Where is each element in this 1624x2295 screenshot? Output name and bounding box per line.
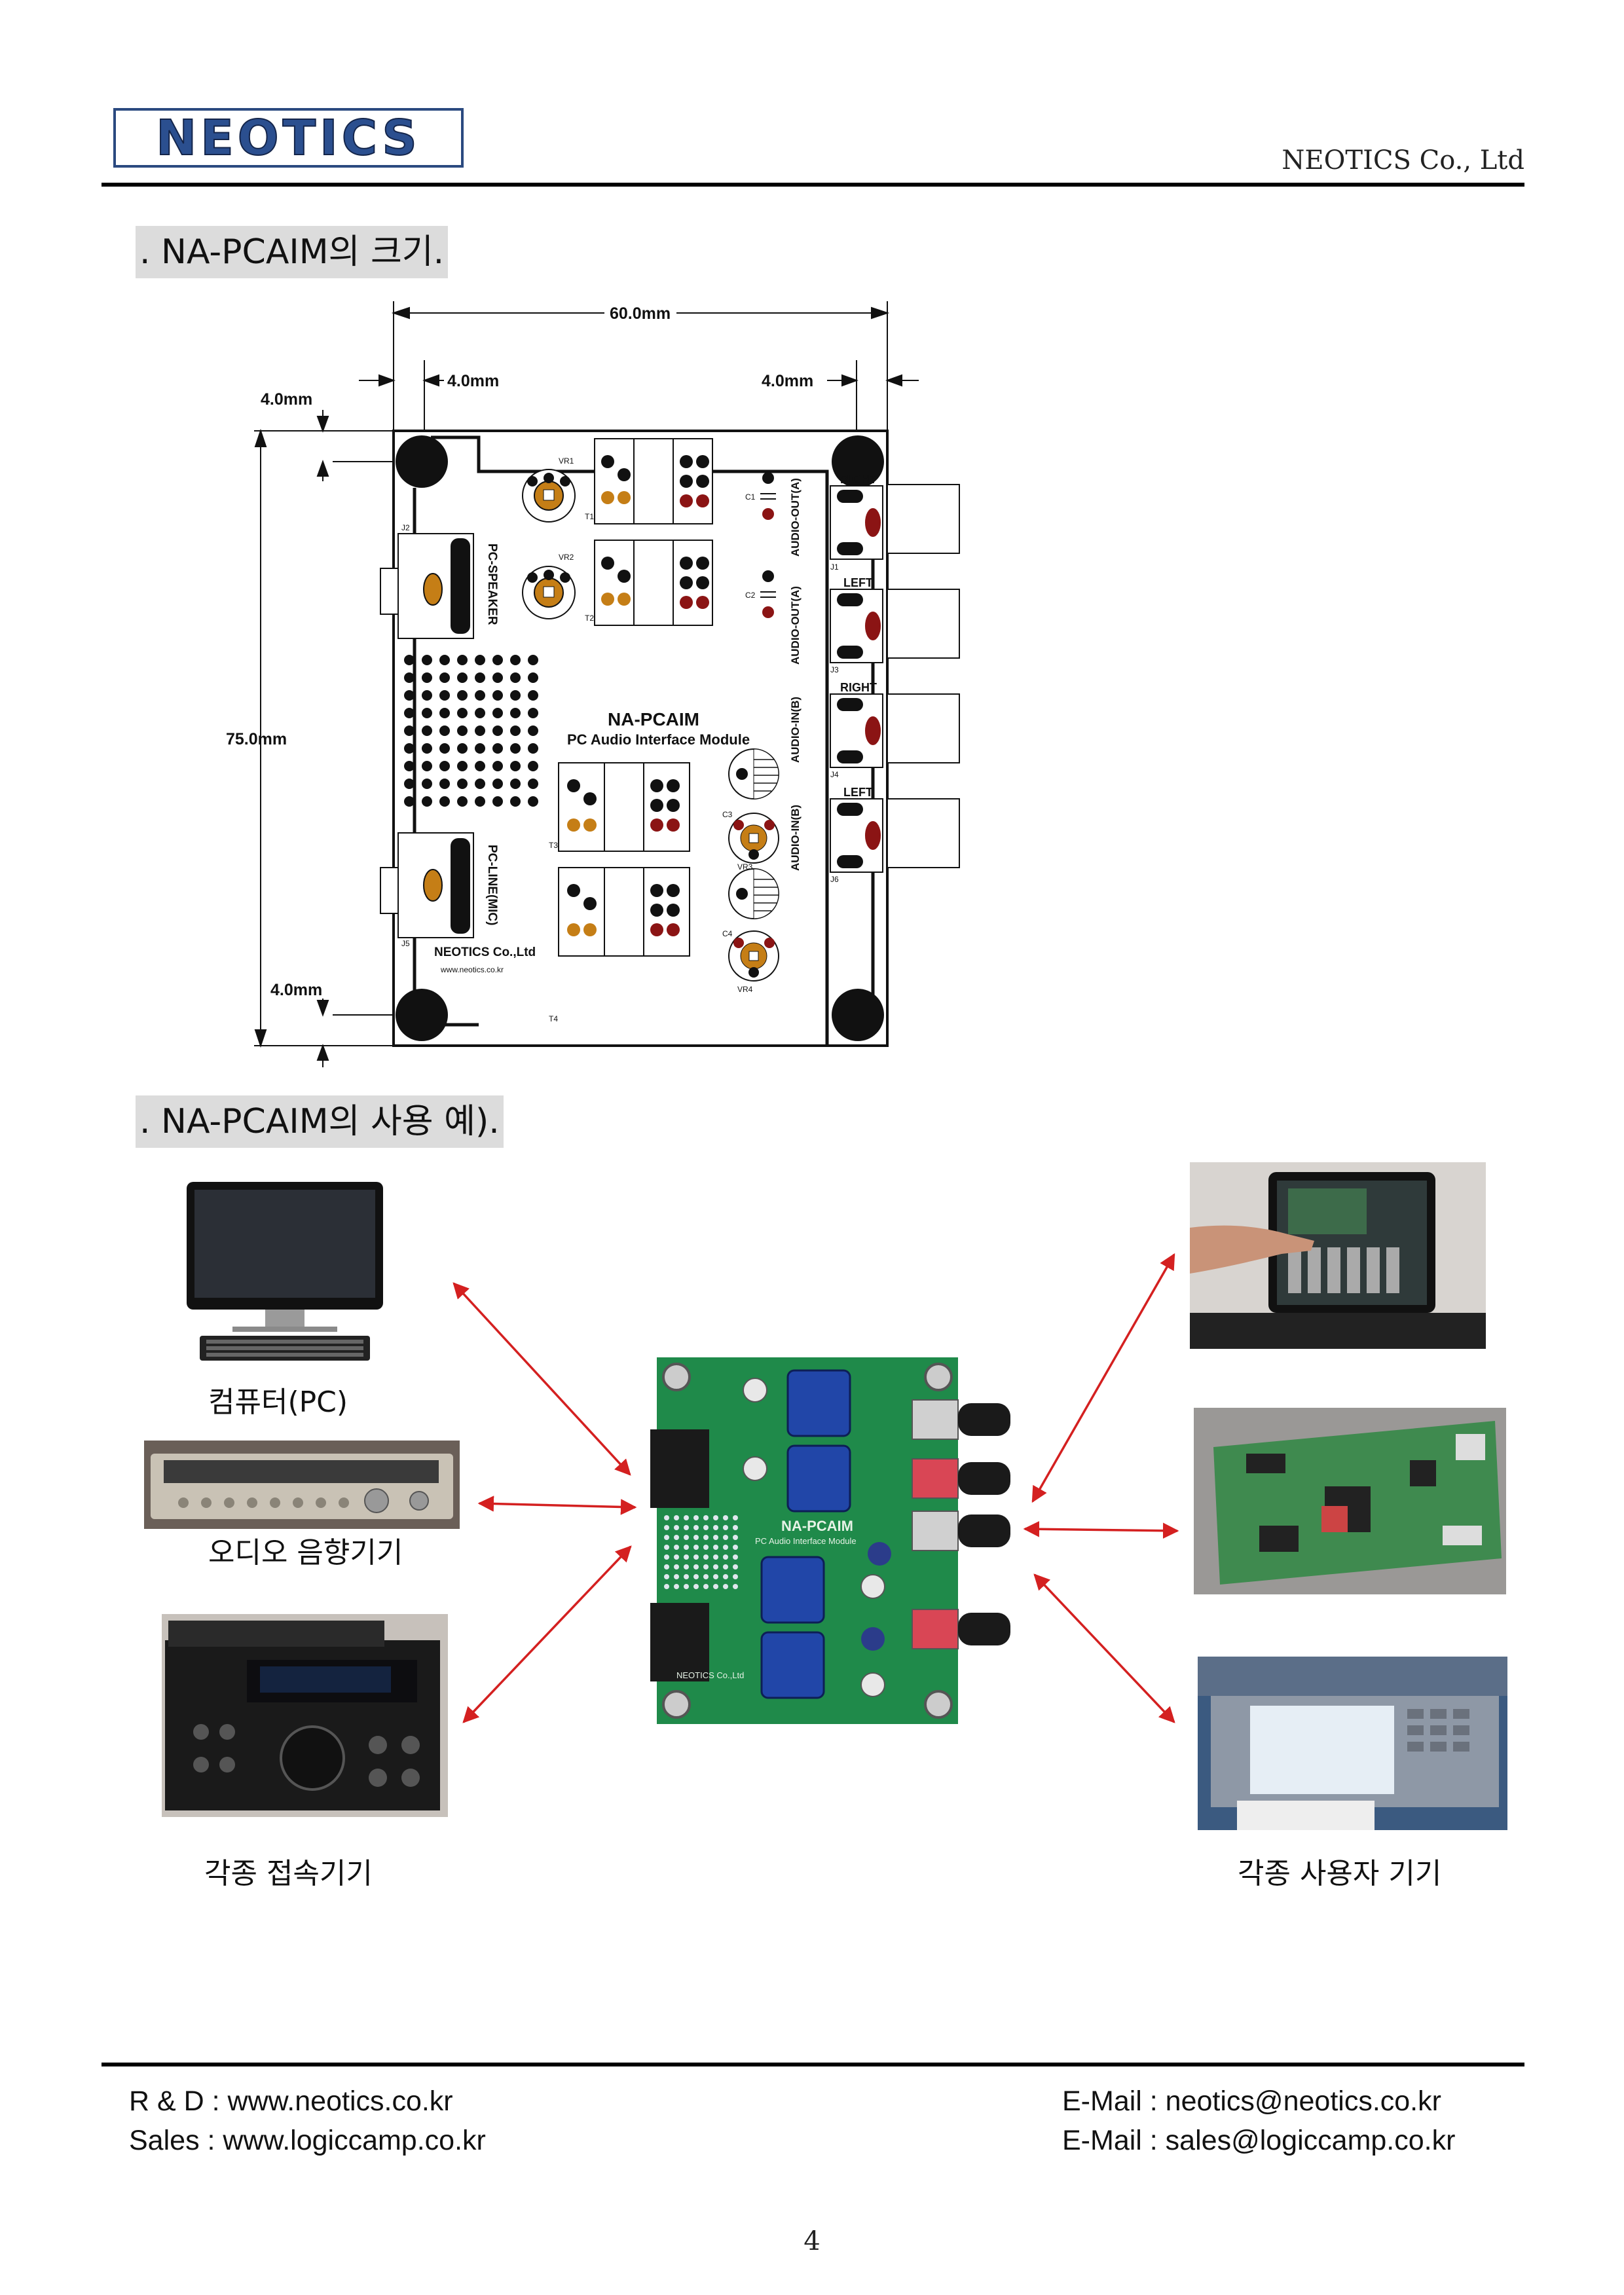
board-subtitle: PC Audio Interface Module bbox=[567, 731, 750, 748]
usage-section-title: . NA-PCAIM의 사용 예). bbox=[136, 1095, 504, 1148]
right1-label: RIGHT bbox=[840, 473, 877, 486]
c4-label: C4 bbox=[722, 929, 733, 938]
board-title: NA-PCAIM bbox=[608, 709, 699, 729]
footer-rule bbox=[101, 2063, 1524, 2066]
left1-label: LEFT bbox=[843, 576, 873, 589]
mount-hole-icon bbox=[396, 989, 448, 1041]
c2-label: C2 bbox=[745, 591, 756, 600]
pc-line-label: PC-LINE(MIC) bbox=[485, 845, 499, 925]
dim-left-offset: 4.0mm bbox=[447, 372, 499, 390]
tablet-image bbox=[1190, 1162, 1486, 1349]
c1-label: C1 bbox=[745, 492, 756, 502]
header-rule bbox=[101, 183, 1524, 187]
j5-label: J5 bbox=[401, 939, 410, 948]
audio-in-b2-label: AUDIO-IN(B) bbox=[789, 805, 802, 871]
t1-label: T1 bbox=[585, 512, 594, 521]
c3-label: C3 bbox=[722, 810, 733, 819]
dim-bottom-offset: 4.0mm bbox=[270, 981, 322, 999]
right2-label: RIGHT bbox=[840, 681, 877, 694]
dim-top-offset: 4.0mm bbox=[261, 390, 312, 409]
vr1-label: VR1 bbox=[559, 456, 574, 466]
logo-text: NEOTICS bbox=[155, 109, 421, 166]
dim-right-offset: 4.0mm bbox=[762, 372, 813, 390]
pc-caption: 컴퓨터(PC) bbox=[208, 1386, 348, 1419]
mount-hole-icon bbox=[396, 435, 448, 488]
connection-arrows bbox=[0, 1244, 1624, 1833]
dim-width-label: 60.0mm bbox=[610, 304, 671, 323]
j4-label: J4 bbox=[830, 770, 839, 779]
vr4-label: VR4 bbox=[737, 985, 753, 994]
instrument-image bbox=[1198, 1657, 1507, 1830]
t2-label: T2 bbox=[585, 614, 594, 623]
footer-email-2: E-Mail : sales@logiccamp.co.kr bbox=[1062, 2125, 1456, 2156]
mount-hole-icon bbox=[832, 989, 884, 1041]
user-device-caption: 각종 사용자 기기 bbox=[1238, 1857, 1442, 1890]
j2-label: J2 bbox=[401, 523, 410, 532]
pc-monitor-image bbox=[180, 1179, 390, 1368]
board-company: NEOTICS Co.,Ltd bbox=[434, 946, 536, 959]
audio-out-a2-label: AUDIO-OUT(A) bbox=[789, 586, 802, 665]
dimension-drawing: 60.0mm 4.0mm 4.0mm 4.0mm 75.0mm 4.0mm PC… bbox=[218, 282, 971, 1100]
audio-receiver-image bbox=[144, 1441, 460, 1529]
t3-label: T3 bbox=[549, 841, 558, 850]
header-company-name: NEOTICS Co., Ltd bbox=[1282, 145, 1524, 175]
size-section-title: . NA-PCAIM의 크기. bbox=[136, 226, 449, 278]
j3-label: J3 bbox=[830, 665, 839, 674]
t4-label: T4 bbox=[549, 1014, 558, 1023]
j1-label: J1 bbox=[830, 562, 839, 572]
audio-caption: 오디오 음향기기 bbox=[208, 1536, 403, 1570]
dev-board-image bbox=[1194, 1408, 1506, 1594]
transceiver-image bbox=[162, 1614, 448, 1817]
company-logo: NEOTICS bbox=[113, 108, 464, 168]
left2-label: LEFT bbox=[843, 786, 873, 799]
board-url: www.neotics.co.kr bbox=[440, 965, 504, 974]
module-sub: PC Audio Interface Module bbox=[755, 1536, 857, 1546]
mount-hole-icon bbox=[832, 435, 884, 488]
footer-email-1: E-Mail : neotics@neotics.co.kr bbox=[1062, 2085, 1441, 2117]
j6-label: J6 bbox=[830, 875, 839, 884]
vr2-label: VR2 bbox=[559, 553, 574, 562]
audio-in-b1-label: AUDIO-IN(B) bbox=[789, 697, 802, 763]
page-number: 4 bbox=[803, 2226, 821, 2256]
module-company: NEOTICS Co.,Ltd bbox=[676, 1670, 744, 1680]
footer-sales: Sales : www.logiccamp.co.kr bbox=[129, 2125, 486, 2156]
prototype-grid bbox=[404, 655, 538, 807]
module-label: NA-PCAIM bbox=[781, 1518, 853, 1534]
connect-caption: 각종 접속기기 bbox=[204, 1857, 373, 1890]
module-photo: NA-PCAIM PC Audio Interface Module NEOTI… bbox=[650, 1351, 1015, 1732]
audio-out-a1-label: AUDIO-OUT(A) bbox=[789, 478, 802, 557]
dim-height-label: 75.0mm bbox=[226, 730, 287, 748]
vr3-label: VR3 bbox=[737, 862, 753, 872]
footer-rd: R & D : www.neotics.co.kr bbox=[129, 2085, 453, 2117]
pc-speaker-label: PC-SPEAKER bbox=[485, 543, 499, 625]
